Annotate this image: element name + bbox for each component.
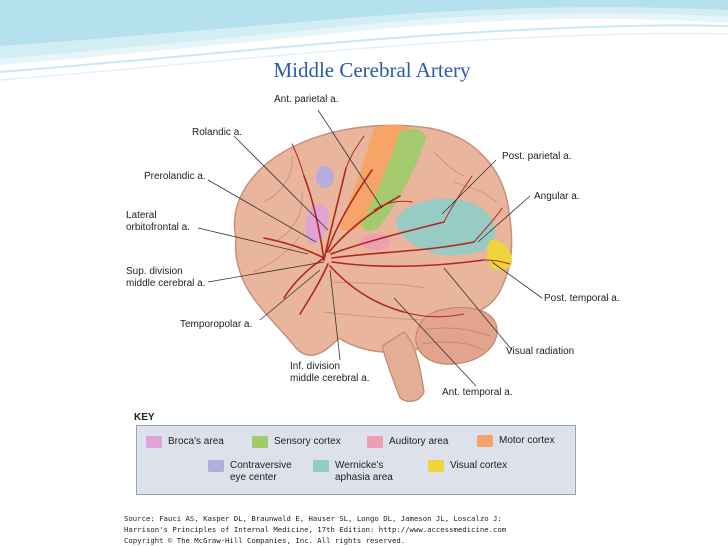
key-label-line1: Wernicke's xyxy=(335,460,384,471)
key-label: Visual cortex xyxy=(450,460,508,471)
key-swatch xyxy=(428,460,444,472)
source-citation: Source: Fauci AS, Kasper DL, Braunwald E… xyxy=(124,514,624,546)
key-item-brocas-area: Broca's area xyxy=(146,436,224,448)
label-sup-division-1: Sup. division xyxy=(126,266,183,277)
brain-illustration xyxy=(197,109,543,402)
label-prerolandic: Prerolandic a. xyxy=(144,171,206,182)
key-label: Motor cortex xyxy=(499,435,555,446)
key-item-motor-cortex: Motor cortex xyxy=(477,435,555,447)
brocas-area xyxy=(305,204,329,244)
key-swatch xyxy=(367,436,383,448)
wernicke-area xyxy=(396,198,496,256)
label-visual-radiation: Visual radiation xyxy=(506,346,575,357)
key-swatch xyxy=(146,436,162,448)
source-line-2: Harrison's Principles of Internal Medici… xyxy=(124,524,507,534)
label-inf-division-2: middle cerebral a. xyxy=(290,373,370,384)
label-lateral-orbitofrontal-2: orbitofrontal a. xyxy=(126,222,190,233)
key-label: Sensory cortex xyxy=(274,436,341,447)
label-post-parietal: Post. parietal a. xyxy=(502,151,572,162)
key-label: Broca's area xyxy=(168,436,224,447)
key-swatch xyxy=(252,436,268,448)
cerebellum-shape xyxy=(415,306,498,365)
label-post-temporal: Post. temporal a. xyxy=(544,293,620,304)
label-ant-temporal: Ant. temporal a. xyxy=(442,387,513,398)
sensory-cortex-area xyxy=(361,128,426,231)
label-rolandic: Rolandic a. xyxy=(192,127,243,138)
label-ant-parietal: Ant. parietal a. xyxy=(274,94,339,105)
copyright-line: Copyright © The McGraw-Hill Companies, I… xyxy=(124,535,406,545)
key-item-visual-cortex: Visual cortex xyxy=(428,460,507,472)
eye-center-area xyxy=(316,166,334,188)
label-inf-division-1: Inf. division xyxy=(290,361,341,372)
key-swatch xyxy=(313,460,329,472)
label-temporopolar: Temporopolar a. xyxy=(180,319,253,330)
brainstem-shape xyxy=(381,331,425,402)
key-title: KEY xyxy=(134,412,155,423)
label-angular: Angular a. xyxy=(534,191,580,202)
label-lateral-orbitofrontal-1: Lateral xyxy=(126,210,157,221)
key-label-line2: eye center xyxy=(230,472,277,483)
header-wave-banner xyxy=(0,0,728,90)
key-item-sensory-cortex: Sensory cortex xyxy=(252,436,341,448)
key-swatch xyxy=(477,435,493,447)
slide-title: Middle Cerebral Artery xyxy=(273,58,471,82)
key-swatch xyxy=(208,460,224,472)
source-line-1: Source: Fauci AS, Kasper DL, Braunwald E… xyxy=(124,514,502,523)
key-label-line1: Contraversive xyxy=(230,460,292,471)
label-sup-division-2: middle cerebral a. xyxy=(126,278,206,289)
key-item-auditory-area: Auditory area xyxy=(367,436,448,448)
key-label: Auditory area xyxy=(389,436,449,447)
key-label-line2: aphasia area xyxy=(335,472,393,483)
